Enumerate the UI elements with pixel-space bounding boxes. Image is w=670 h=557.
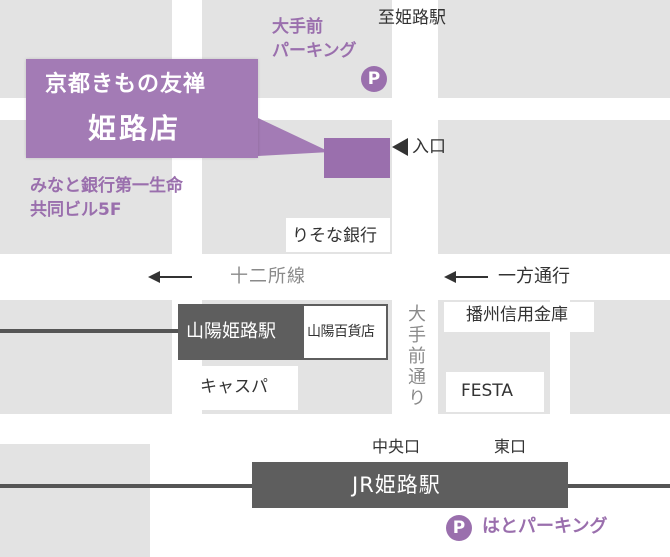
- building-name-line2: 共同ビル5F: [30, 200, 122, 220]
- ote-parking-p-icon: P: [361, 66, 387, 92]
- sanyo-station-box: [178, 304, 302, 360]
- jr-station-label: JR姫路駅: [352, 473, 441, 497]
- sanyo-dept-store-box: [302, 304, 388, 360]
- sanyo-dept-store-label: 山陽百貨店: [307, 324, 375, 340]
- hato-parking-p-icon: P: [446, 515, 472, 541]
- kyaspa-block: [176, 366, 298, 410]
- hato-parking-label: はとパーキング: [482, 516, 608, 537]
- ote-parking-line1: 大手前: [272, 17, 323, 37]
- sanyo-rail-line: [0, 329, 180, 333]
- left-arrow-line: [158, 276, 192, 278]
- festa-label: FESTA: [461, 381, 514, 401]
- east-exit-label: 東口: [494, 437, 527, 456]
- festa-block: [446, 372, 544, 412]
- one-way-arrow-line: [454, 276, 488, 278]
- jr-station-box: [252, 462, 568, 508]
- banshu-bank-label: 播州信用金庫: [466, 305, 568, 325]
- kyaspa-label: キャスパ: [200, 377, 268, 397]
- shop-building-marker: [324, 138, 390, 178]
- resona-bank-label: りそな銀行: [292, 226, 377, 246]
- ote-dori-label: 大手前通り: [405, 304, 426, 409]
- shop-callout: [26, 59, 258, 158]
- sanyo-station-label: 山陽姫路駅: [186, 321, 276, 342]
- banshu-bank-block: [444, 302, 594, 332]
- shop-name-line1: 京都きもの友禅: [45, 72, 207, 97]
- central-exit-label: 中央口: [372, 437, 421, 456]
- building-name-line1: みなと銀行第一生命: [30, 176, 183, 196]
- one-way-arrow-icon: [444, 271, 456, 283]
- entrance-label: 入口: [412, 137, 446, 157]
- one-way-label: 一方通行: [498, 266, 570, 287]
- entrance-arrow-icon: [392, 138, 408, 156]
- ote-parking-line2: パーキング: [272, 41, 357, 61]
- shop-name-line2: 姫路店: [88, 112, 182, 145]
- resona-bank-block: [286, 218, 390, 252]
- to-station-label: 至姫路駅: [378, 8, 446, 28]
- juni-shosen-label: 十二所線: [230, 266, 306, 287]
- road-juni-shosen: [0, 254, 670, 300]
- left-arrow-icon: [148, 271, 160, 283]
